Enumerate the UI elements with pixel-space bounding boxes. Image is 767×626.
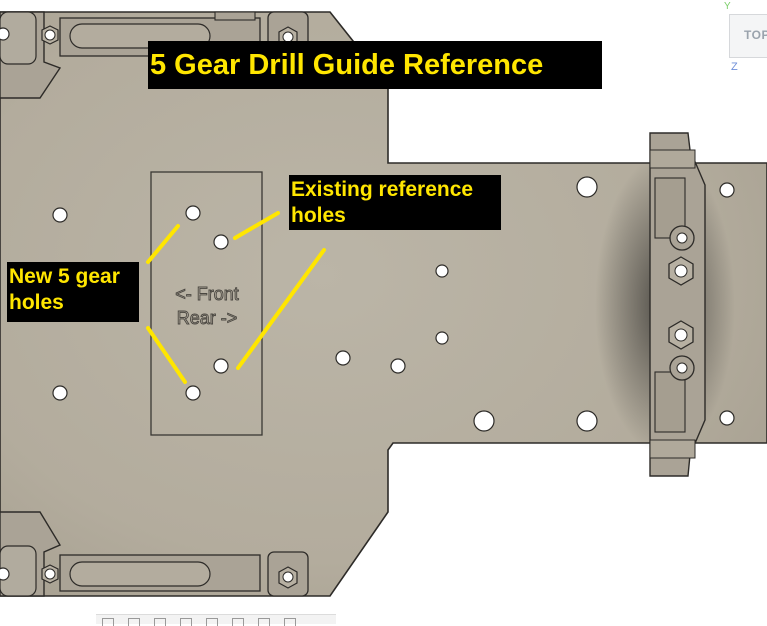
view-cube[interactable]: TOP (729, 14, 767, 58)
pointer-line (233, 211, 280, 240)
pointer-line (236, 248, 326, 370)
orbit-icon[interactable] (102, 618, 114, 626)
axis-z-label: Z (731, 61, 738, 73)
existing-reference-hole (213, 234, 229, 250)
hole-icon (435, 264, 449, 278)
hole-icon (719, 182, 735, 198)
hole-icon (576, 176, 598, 198)
page-title: 5 Gear Drill Guide Reference (148, 41, 602, 89)
view-cube-face[interactable]: TOP (744, 28, 767, 42)
new-holes-label: New 5 gear holes (7, 262, 139, 322)
hole-icon (44, 568, 56, 580)
drill-guide (150, 171, 263, 436)
new-gear-hole (185, 205, 201, 221)
new-gear-hole (185, 385, 201, 401)
hole-icon (0, 27, 10, 41)
grid-icon[interactable] (258, 618, 270, 626)
viewport-icon[interactable] (284, 618, 296, 626)
hole-icon (52, 207, 68, 223)
right-bracket (649, 132, 706, 477)
hole-icon (390, 358, 406, 374)
pan-icon[interactable] (128, 618, 140, 626)
display-icon[interactable] (232, 618, 244, 626)
hole-icon (473, 410, 495, 432)
hole-icon (282, 571, 294, 583)
look-icon[interactable] (154, 618, 166, 626)
pointer-line (146, 224, 180, 264)
hole-icon (576, 410, 598, 432)
hole-icon (335, 350, 351, 366)
hole-icon (719, 410, 735, 426)
zoom-icon[interactable] (180, 618, 192, 626)
hole-icon (435, 331, 449, 345)
hole-icon (0, 567, 10, 581)
navigation-toolbar (96, 614, 336, 626)
axis-y-label: Y (724, 1, 731, 12)
existing-holes-label: Existing reference holes (289, 175, 501, 230)
fit-icon[interactable] (206, 618, 218, 626)
guide-rear-text: Rear -> (177, 308, 238, 328)
hole-icon (44, 29, 56, 41)
hole-icon (52, 385, 68, 401)
bottom-left-bracket (0, 511, 309, 597)
guide-front-text: <- Front (175, 284, 239, 304)
existing-reference-hole (213, 358, 229, 374)
pointer-line (146, 326, 187, 384)
